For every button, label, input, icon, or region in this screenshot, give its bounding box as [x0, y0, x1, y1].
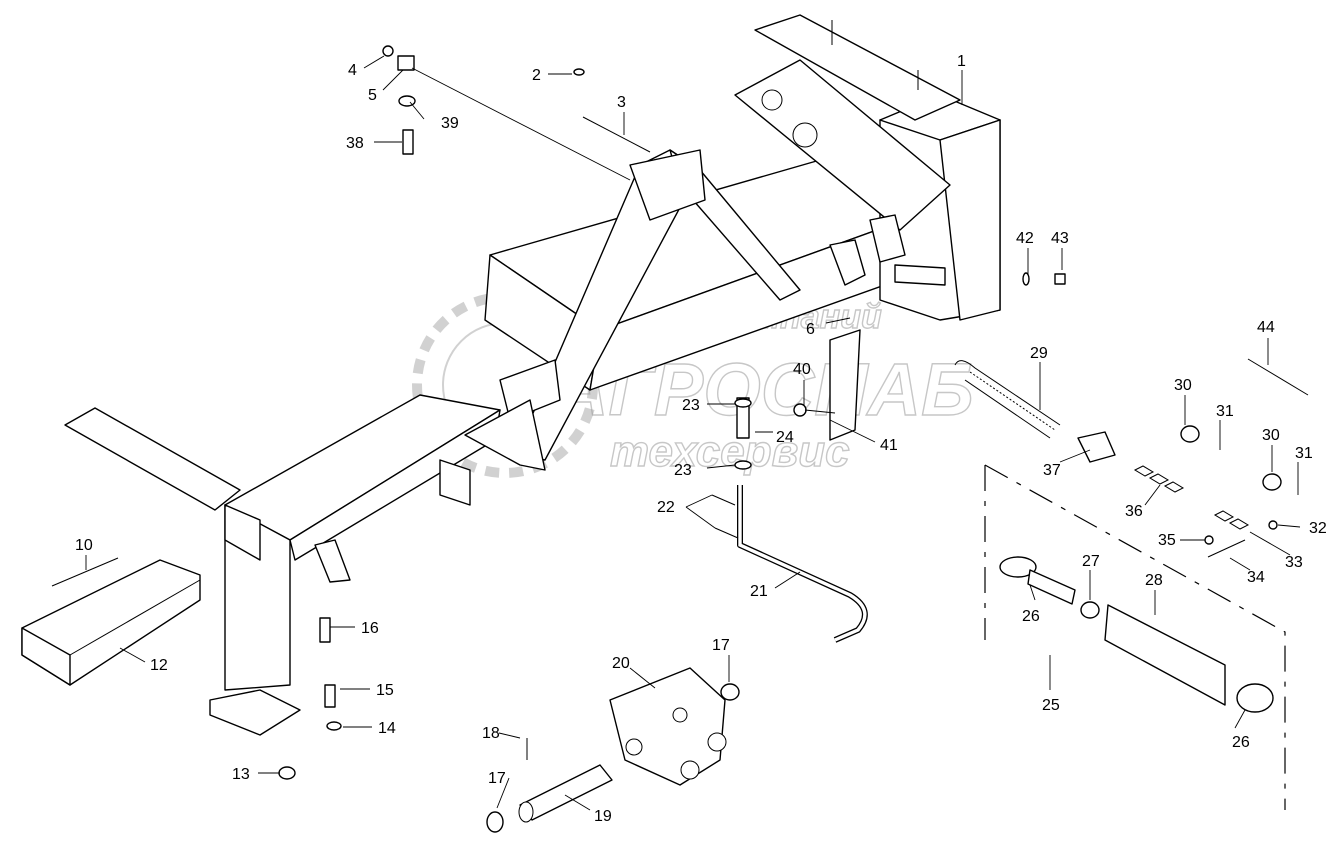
watermark-line3: техсервис	[610, 427, 850, 476]
spring-part-29	[954, 360, 1116, 463]
callout-38: 38	[346, 135, 364, 152]
callout-24: 24	[776, 429, 794, 446]
lever-part-21	[734, 397, 868, 643]
callout-30-top: 30	[1174, 377, 1192, 394]
callout-23-top: 23	[682, 397, 700, 414]
callout-30-bottom: 30	[1262, 427, 1280, 444]
top-link-assembly-part-25	[984, 464, 1286, 810]
chain-part-36	[1133, 425, 1282, 530]
callout-29: 29	[1030, 345, 1048, 362]
callout-36: 36	[1125, 503, 1143, 520]
callout-44: 44	[1257, 319, 1275, 336]
pin-part-19	[486, 683, 740, 833]
callout-28: 28	[1145, 572, 1163, 589]
callout-10: 10	[75, 537, 93, 554]
callout-42: 42	[1016, 230, 1034, 247]
callout-34: 34	[1247, 569, 1265, 586]
callout-41: 41	[880, 437, 898, 454]
callout-16: 16	[361, 620, 379, 637]
callout-1: 1	[957, 53, 966, 70]
callout-32: 32	[1309, 520, 1327, 537]
callout-20: 20	[612, 655, 630, 672]
callout-39: 39	[441, 115, 459, 132]
callout-26-left: 26	[1022, 608, 1040, 625]
callout-35: 35	[1158, 532, 1176, 549]
callout-3: 3	[617, 94, 626, 111]
callout-14: 14	[378, 720, 396, 737]
callout-21: 21	[750, 583, 768, 600]
callout-40: 40	[793, 361, 811, 378]
callout-33: 33	[1285, 554, 1303, 571]
callout-18: 18	[482, 725, 500, 742]
callout-19: 19	[594, 808, 612, 825]
callout-5: 5	[368, 87, 377, 104]
callout-27: 27	[1082, 553, 1100, 570]
callout-31-top: 31	[1216, 403, 1234, 420]
callout-2: 2	[532, 67, 541, 84]
callout-12: 12	[150, 657, 168, 674]
callout-22: 22	[657, 499, 675, 516]
hardware-small-parts	[51, 45, 1309, 780]
leader-lines	[85, 55, 1301, 811]
main-frame	[64, 14, 1001, 736]
callout-4: 4	[348, 62, 357, 79]
callout-6: 6	[806, 321, 815, 338]
callout-17-bottom: 17	[488, 770, 506, 787]
callout-23-bottom: 23	[674, 462, 692, 479]
callout-15: 15	[376, 682, 394, 699]
callout-17-top: 17	[712, 637, 730, 654]
callout-43: 43	[1051, 230, 1069, 247]
callout-13: 13	[232, 766, 250, 783]
tray-part-12	[21, 559, 201, 686]
callout-25: 25	[1042, 697, 1060, 714]
callouts: 1 2 3 4 5 6 10 12 13 14 15 16 17 17 18 1…	[75, 53, 1327, 825]
callout-26-right: 26	[1232, 734, 1250, 751]
hitch-bracket-part-20	[609, 667, 727, 786]
callout-37: 37	[1043, 462, 1061, 479]
callout-31-bottom: 31	[1295, 445, 1313, 462]
